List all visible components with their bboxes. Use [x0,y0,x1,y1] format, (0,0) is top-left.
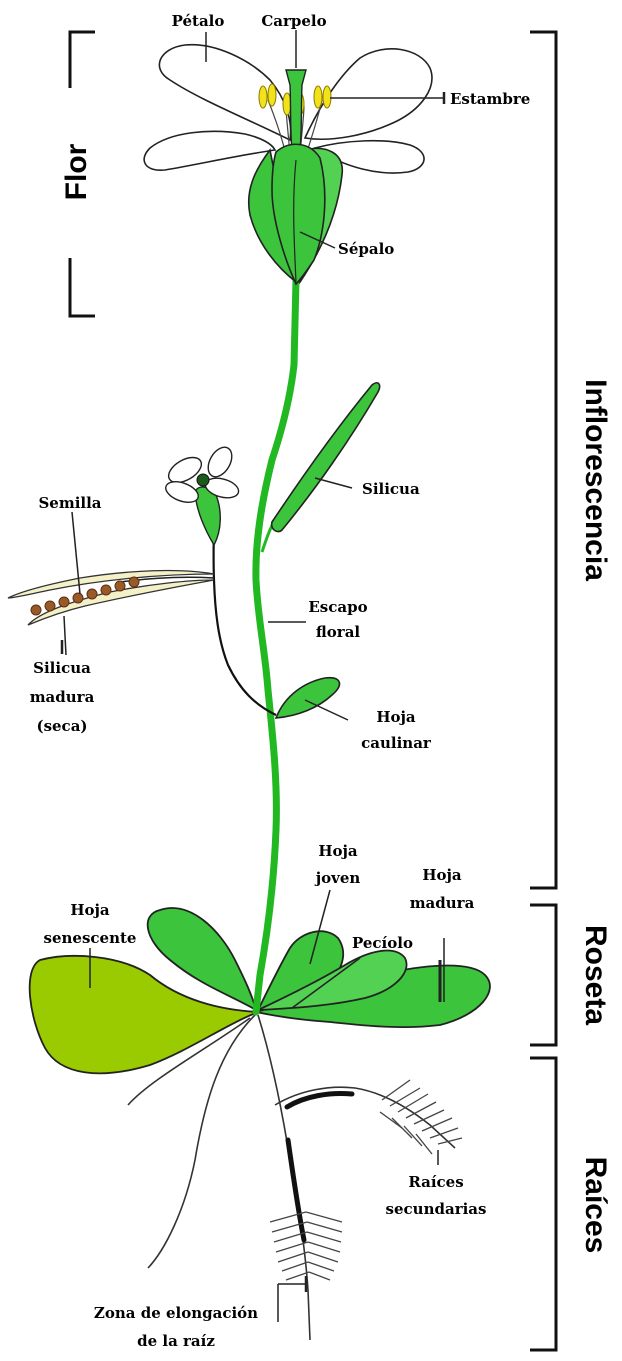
label-hoja-caulinar-1: Hoja [376,708,416,726]
label-silicua-madura-3: (seca) [36,717,87,735]
small-petal [203,443,236,481]
label-raices-secundarias-2: secundarias [386,1200,487,1218]
label-hoja-caulinar-2: caulinar [361,734,432,752]
inflorescencia-bracket [530,32,556,888]
leader-silicua-madura [64,616,66,655]
leader-silicua [315,478,352,488]
label-hoja-senescente-2: senescente [44,929,137,947]
label-estambre: Estambre [450,90,530,108]
leader-hoja-caulinar [305,700,348,720]
root-thick-segments [287,1094,352,1240]
root-hair [307,1222,342,1232]
label-petalo: Pétalo [172,12,225,30]
root-hair [308,1242,340,1252]
label-hoja-joven-1: Hoja [318,842,358,860]
anther [268,84,276,106]
root-hair [416,1134,432,1154]
section-roseta-label: Roseta [579,925,612,1025]
label-zona-elongacion-1: Zona de elongación [94,1304,258,1322]
label-zona-elongacion-2: de la raíz [137,1332,215,1350]
flor-bracket-top [70,32,95,88]
root-hair [278,1252,308,1262]
root-hair [309,1272,330,1280]
root-hair [308,1252,338,1262]
root-hair [422,1118,452,1131]
label-carpelo: Carpelo [261,12,326,30]
seed [129,577,139,587]
anther [259,86,267,108]
seed [45,601,55,611]
label-peciolo: Pecíolo [352,934,413,952]
raices-bracket [530,1058,556,1350]
seed [101,585,111,595]
section-inflorescencia-label: Inflorescencia [579,379,612,581]
silique [262,383,380,552]
anther [323,86,331,108]
petal-lower-left [144,131,275,170]
main-root [258,1015,310,1340]
root-hair [404,1126,422,1146]
label-hoja-madura-1: Hoja [422,866,462,884]
root-hair [392,1118,412,1138]
seed [73,593,83,603]
label-hoja-joven-2: joven [314,869,361,887]
label-semilla: Semilla [38,494,101,512]
label-hoja-senescente-1: Hoja [70,901,110,919]
label-raices-secundarias-1: Raíces [408,1173,463,1191]
label-silicua-madura-1: Silicua [33,659,91,677]
small-flower [163,443,241,545]
root-hair [282,1262,308,1271]
seed [59,597,69,607]
roseta-bracket [530,905,556,1045]
small-flower-center [197,474,209,486]
root-hair [307,1232,341,1242]
seed [115,581,125,591]
flor-bracket-bottom [70,258,95,316]
seed [87,589,97,599]
root-hair [306,1212,342,1222]
small-petal [163,478,201,507]
label-hoja-madura-2: madura [410,894,475,912]
section-flor-label: Flor [60,143,93,200]
section-raices-label: Raíces [579,1157,612,1254]
label-silicua: Silicua [362,480,420,498]
anther [314,86,322,108]
label-escapo-2: floral [316,623,361,641]
label-escapo-1: Escapo [308,598,367,616]
floral-scape [256,280,296,1012]
label-sepalo: Sépalo [338,240,394,258]
mature-silique [8,571,214,625]
label-silicua-madura-2: madura [30,688,95,706]
seed [31,605,41,615]
root-hair [308,1262,334,1271]
